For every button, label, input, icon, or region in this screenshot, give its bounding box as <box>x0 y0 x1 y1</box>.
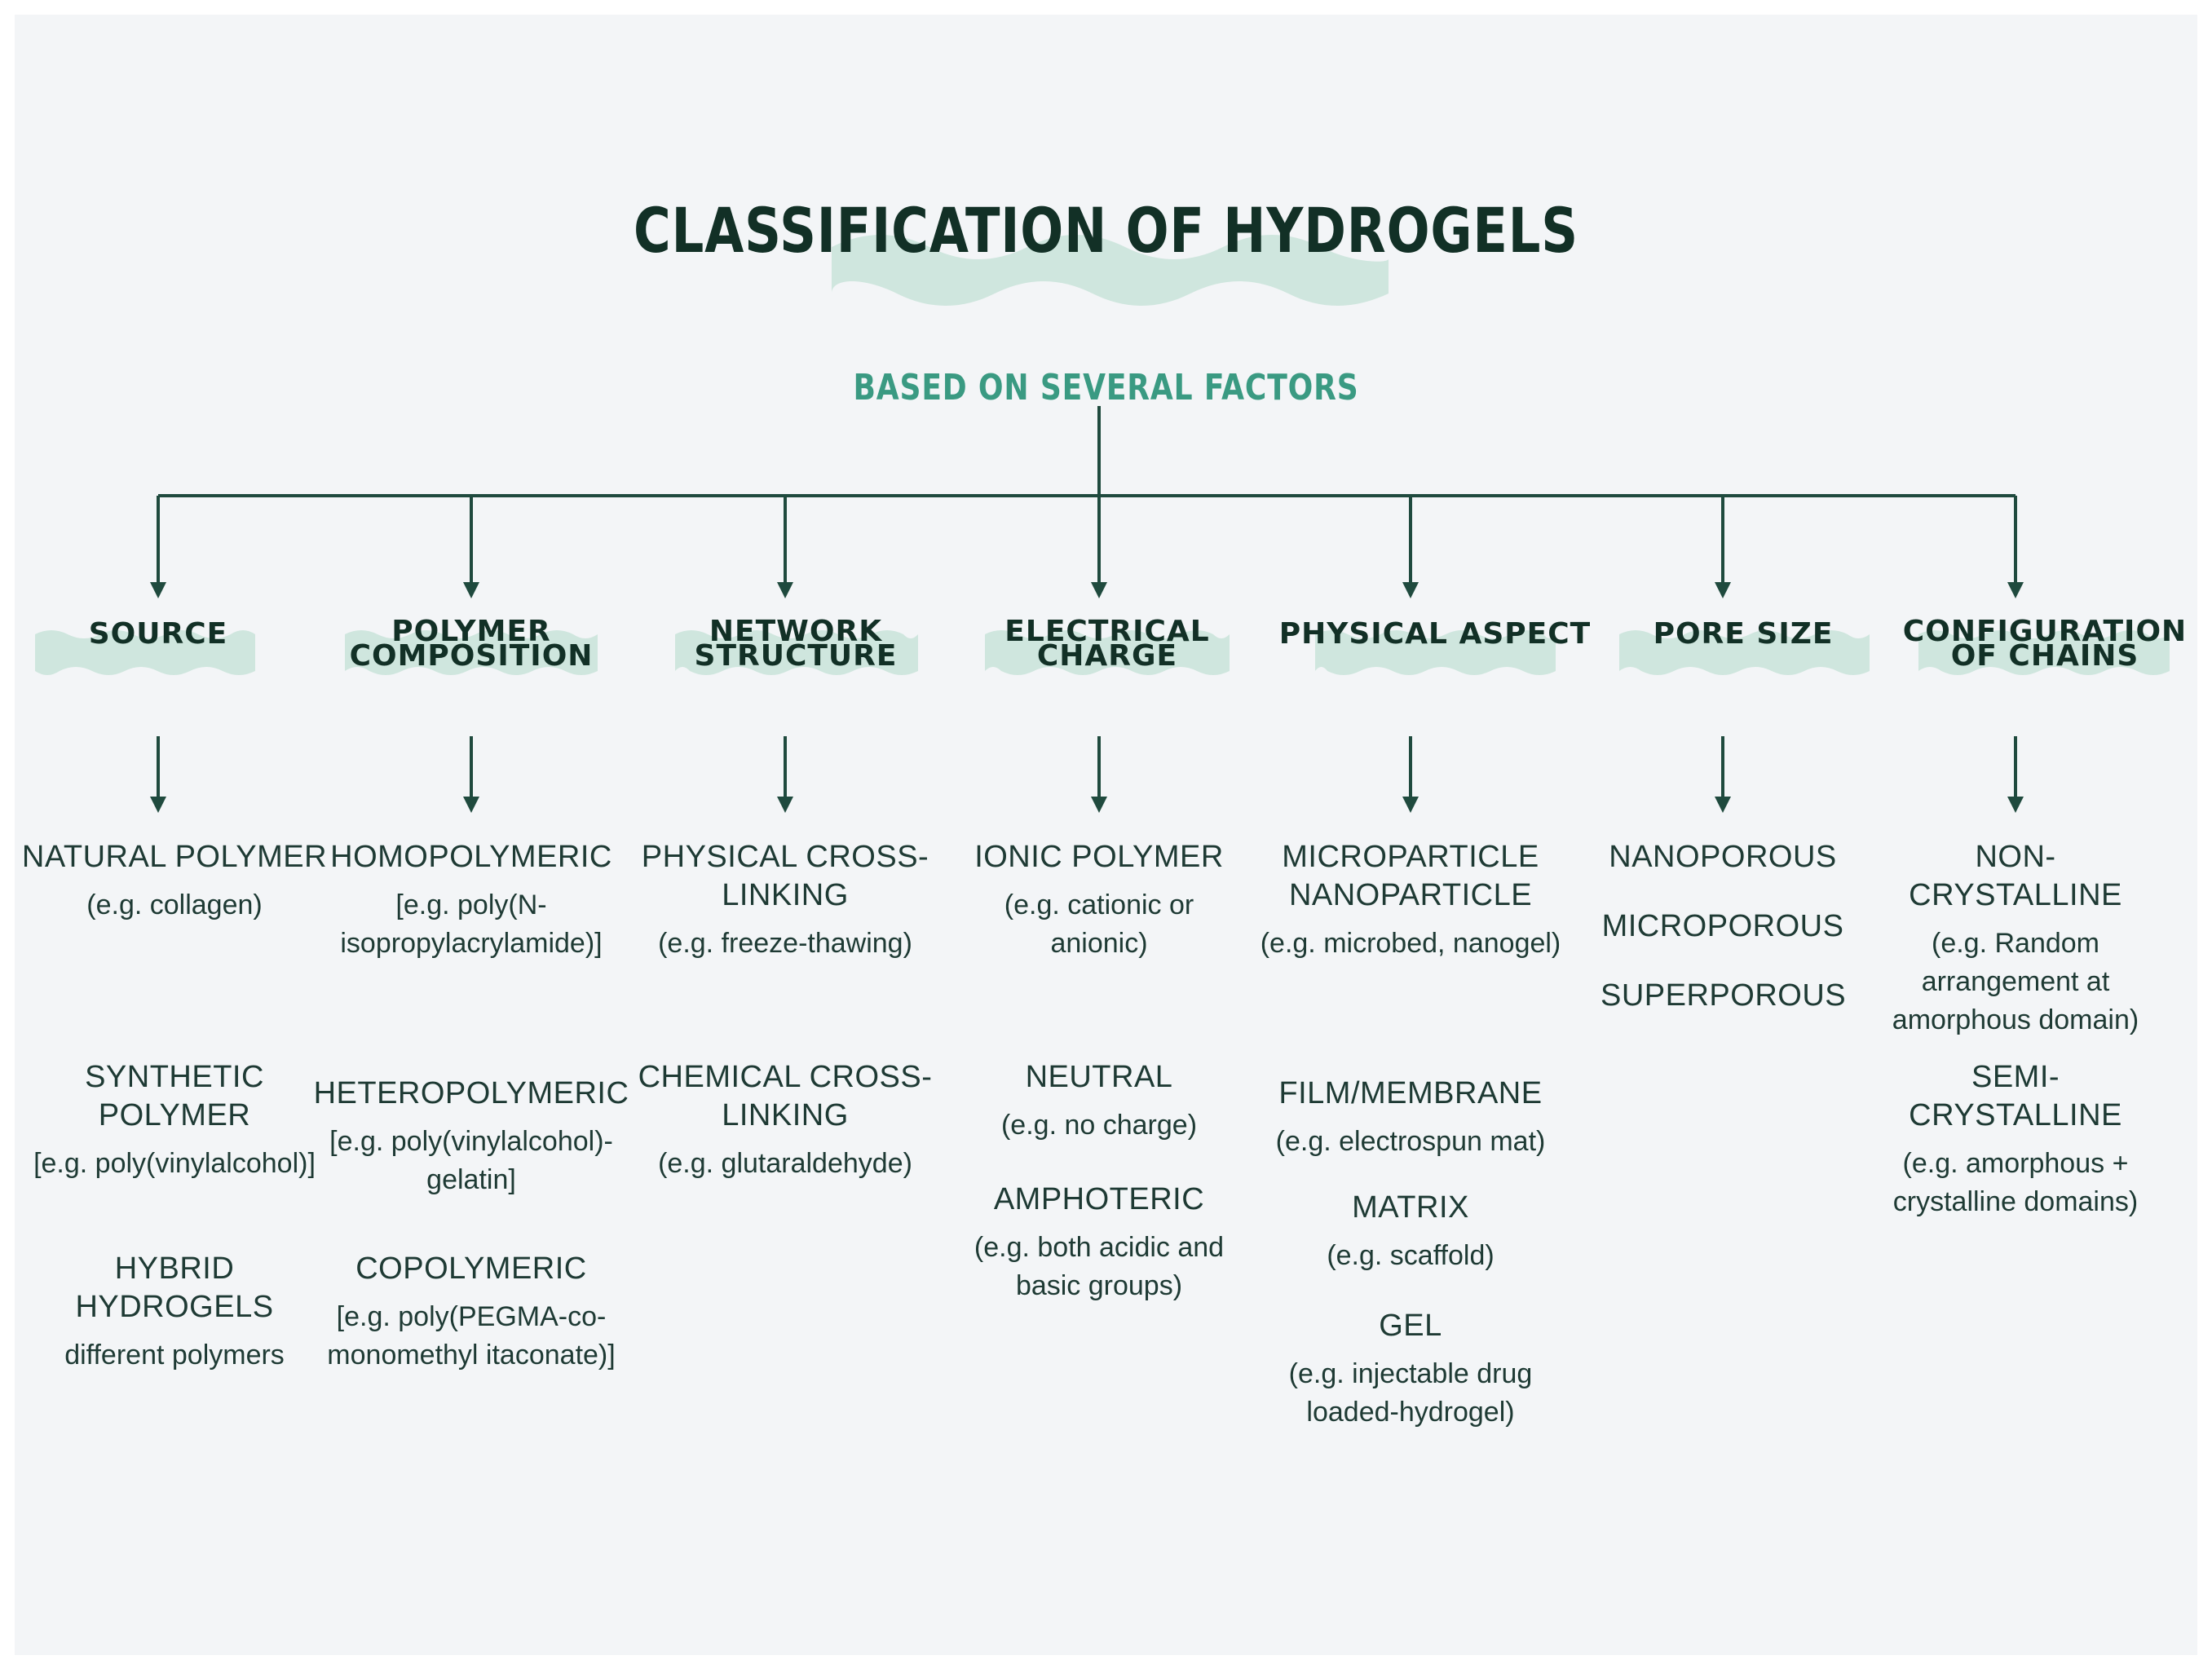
category-label-line: SOURCE <box>88 617 228 651</box>
item-example: (e.g. amorphous + crystalline domains) <box>1892 1148 2139 1217</box>
item-name: MICROPARTICLE NANOPARTICLE <box>1282 840 1539 912</box>
classification-item: CHEMICAL CROSS-LINKING (e.g. glutaraldehy… <box>630 1058 940 1183</box>
item-example: (e.g. both acidic and basic groups) <box>974 1232 1225 1301</box>
classification-item: HYBRID HYDROGELS different polymers <box>15 1250 338 1375</box>
item-name: GEL <box>1379 1309 1442 1343</box>
item-name: HYBRID HYDROGELS <box>75 1251 274 1324</box>
category-label: PORE SIZE <box>1572 617 1914 651</box>
item-example: (e.g. collagen) <box>86 889 263 920</box>
item-example: [e.g. poly(vinylalcohol)-gelatin] <box>329 1126 613 1195</box>
item-example: (e.g. scaffold) <box>1327 1240 1495 1271</box>
item-example: (e.g. glutaraldehyde) <box>658 1148 912 1179</box>
category-label: PHYSICAL ASPECT <box>1264 617 1606 651</box>
category-label-line: PHYSICAL ASPECT <box>1278 617 1592 651</box>
classification-item: NON-CRYSTALLINE (e.g. Random arrangement … <box>1869 838 2162 1040</box>
category-label-line: NETWORK <box>709 615 883 648</box>
item-example: different polymers <box>64 1340 285 1371</box>
item-name: HOMOPOLYMERIC <box>330 840 612 874</box>
title-wave-decoration <box>832 235 1389 306</box>
classification-item: AMPHOTERIC (e.g. both acidic and basic gr… <box>969 1181 1230 1305</box>
classification-item: HOMOPOLYMERIC [e.g. poly(N-isopropylacryl… <box>300 838 642 963</box>
item-example: (e.g. microbed, nanogel) <box>1260 928 1561 959</box>
classification-item: NATURAL POLYMER (e.g. collagen) <box>15 838 338 925</box>
page-subtitle: BASED ON SEVERAL FACTORS <box>853 367 1359 408</box>
category-label-line: OF CHAINS <box>1950 639 2139 673</box>
category-label: SOURCE <box>15 617 329 651</box>
category-wave-decoration <box>675 630 918 675</box>
page-title: CLASSIFICATION OF HYDROGELS <box>634 194 1578 267</box>
item-example: (e.g. injectable drug loaded-hydrogel) <box>1288 1358 1533 1428</box>
item-name: NANOPOROUS <box>1609 840 1837 874</box>
category-wave-decoration <box>1315 630 1556 675</box>
item-example: [e.g. poly(N-isopropylacrylamide)] <box>340 889 603 959</box>
item-example: [e.g. poly(vinylalcohol)] <box>33 1148 316 1179</box>
item-name: NON-CRYSTALLINE <box>1909 840 2122 912</box>
item-example: (e.g. no charge) <box>1000 1110 1198 1141</box>
item-name: HETEROPOLYMERIC <box>313 1076 629 1110</box>
category-label-line: ELECTRICAL <box>1004 615 1210 648</box>
item-example: [e.g. poly(PEGMA-co-monomethyl itaconate… <box>327 1301 616 1371</box>
classification-item: FILM/MEMBRANE (e.g. electrospun mat) <box>1256 1075 1565 1161</box>
classification-item: SEMI-CRYSTALLINE (e.g. amorphous + crysta… <box>1869 1058 2162 1221</box>
category-label-line: CHARGE <box>1036 639 1178 673</box>
item-example: (e.g. freeze-thawing) <box>658 928 912 959</box>
item-name: SUPERPOROUS <box>1600 978 1847 1013</box>
category-label-line: CONFIGURATION <box>1902 615 2188 648</box>
classification-item: MICROPOROUS <box>1600 907 1845 946</box>
item-name: MATRIX <box>1352 1190 1469 1225</box>
item-name: MICROPOROUS <box>1601 909 1844 943</box>
classification-item: GEL (e.g. injectable drug loaded-hydrogel… <box>1256 1307 1565 1432</box>
classification-item: PHYSICAL CROSS-LINKING (e.g. freeze-thawi… <box>630 838 940 963</box>
classification-item: COPOLYMERIC [e.g. poly(PEGMA-co-monomethy… <box>300 1250 642 1375</box>
item-example: (e.g. Random arrangement at amorphous do… <box>1892 928 2139 1035</box>
item-name: AMPHOTERIC <box>993 1182 1205 1216</box>
item-name: NATURAL POLYMER <box>21 840 328 874</box>
diagram-canvas: CLASSIFICATION OF HYDROGELS BASED ON SEV… <box>15 15 2197 1655</box>
classification-item: HETEROPOLYMERIC [e.g. poly(vinylalcohol)-… <box>300 1075 642 1199</box>
category-wave-decoration <box>345 630 598 675</box>
item-name: FILM/MEMBRANE <box>1278 1076 1543 1110</box>
item-name: COPOLYMERIC <box>355 1251 587 1286</box>
connector-lines <box>35 235 2170 813</box>
classification-item: SUPERPOROUS <box>1600 977 1847 1015</box>
category-wave-decoration <box>985 630 1230 675</box>
item-name: CHEMICAL CROSS-LINKING <box>638 1060 933 1132</box>
item-name: NEUTRAL <box>1025 1060 1173 1094</box>
category-wave-decoration <box>1918 630 2170 675</box>
classification-item: IONIC POLYMER (e.g. cationic or anionic) <box>969 838 1230 963</box>
category-label-line: STRUCTURE <box>694 639 898 673</box>
item-name: SYNTHETIC POLYMER <box>85 1060 264 1132</box>
category-waves <box>35 630 2170 675</box>
item-name: SEMI-CRYSTALLINE <box>1909 1060 2122 1132</box>
classification-item: SYNTHETIC POLYMER [e.g. poly(vinylalcohol… <box>15 1058 338 1183</box>
category-label-line: POLYMER <box>391 615 551 648</box>
classification-item: NANOPOROUS <box>1600 838 1845 876</box>
category-label-line: COMPOSITION <box>349 639 594 673</box>
item-name: PHYSICAL CROSS-LINKING <box>641 840 929 912</box>
classification-item: MICROPARTICLE NANOPARTICLE (e.g. microbed… <box>1256 838 1565 963</box>
sub-arrows <box>150 736 2024 813</box>
branch-arrows <box>150 496 2024 598</box>
classification-item: NEUTRAL (e.g. no charge) <box>969 1058 1230 1145</box>
category-wave-decoration <box>1619 630 1870 675</box>
classification-item: MATRIX (e.g. scaffold) <box>1256 1189 1565 1275</box>
item-example: (e.g. electrospun mat) <box>1275 1126 1546 1157</box>
item-example: (e.g. cationic or anionic) <box>1004 889 1194 959</box>
category-label-line: PORE SIZE <box>1653 617 1834 651</box>
category-wave-decoration <box>35 630 255 675</box>
item-name: IONIC POLYMER <box>974 840 1224 874</box>
